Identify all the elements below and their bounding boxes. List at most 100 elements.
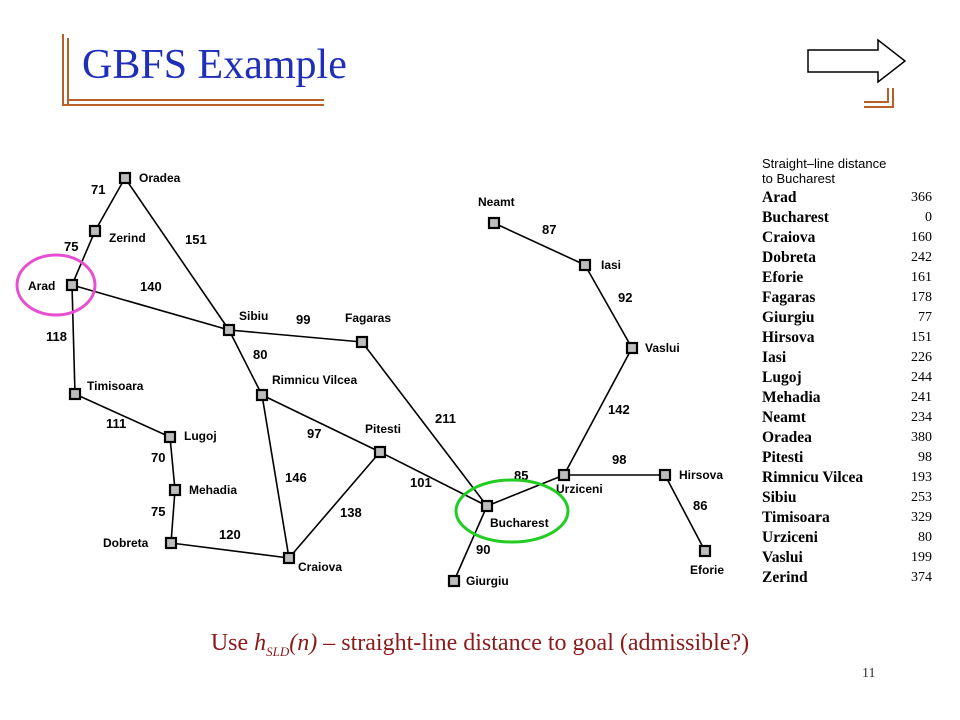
edge-cost-rimnicu-pitesti: 97	[307, 426, 321, 441]
city-node-arad	[65, 278, 79, 292]
city-label-lugoj: Lugoj	[184, 429, 217, 443]
sld-value: 380	[911, 430, 932, 445]
edge-rimnicu-pitesti	[261, 394, 381, 453]
goal-highlight-circle	[454, 478, 570, 544]
edge-arad-timisoara	[71, 284, 76, 395]
edge-cost-rimnicu-craiova: 146	[285, 470, 307, 485]
city-label-hirsova: Hirsova	[679, 468, 723, 482]
edge-bucharest-urziceni	[486, 474, 565, 507]
city-label-urziceni: Urziceni	[556, 482, 603, 496]
sld-city: Neamt	[762, 409, 806, 426]
caption-arg: (n)	[289, 630, 318, 656]
edge-cost-urziceni-vaslui: 142	[608, 402, 630, 417]
city-label-vaslui: Vaslui	[645, 341, 680, 355]
city-label-zerind: Zerind	[109, 231, 146, 245]
city-label-rimnicu: Rimnicu Vilcea	[272, 373, 357, 387]
nodes-layer	[65, 171, 712, 588]
edge-cost-bucharest-giurgiu: 90	[476, 542, 490, 557]
edge-cost-pitesti-bucharest: 101	[410, 475, 432, 490]
city-label-arad: Arad	[28, 279, 55, 293]
city-label-sibiu: Sibiu	[239, 309, 268, 323]
next-slide-arrow-icon[interactable]	[806, 38, 908, 84]
city-node-oradea	[118, 171, 132, 185]
edge-cost-craiova-pitesti: 138	[340, 505, 362, 520]
sld-city: Iasi	[762, 349, 787, 366]
sld-row: Arad 366	[762, 188, 938, 208]
sld-value: 329	[911, 510, 932, 525]
city-node-pitesti	[373, 445, 387, 459]
sld-value: 241	[911, 390, 932, 405]
city-node-fagaras	[355, 335, 369, 349]
sld-city: Vaslui	[762, 549, 803, 566]
sld-city: Arad	[762, 189, 797, 206]
sld-city: Dobreta	[762, 249, 816, 266]
sld-value: 199	[911, 550, 932, 565]
edge-zerind-arad	[71, 230, 96, 286]
sld-table: Straight–line distance to Bucharest Arad…	[762, 156, 938, 588]
edge-timisoara-lugoj	[74, 393, 171, 438]
edge-cost-arad-sibiu: 140	[140, 279, 162, 294]
sld-value: 161	[911, 270, 932, 285]
edge-cost-vaslui-iasi: 92	[618, 290, 632, 305]
sld-city: Mehadia	[762, 389, 821, 406]
edge-cost-sibiu-fagaras: 99	[296, 312, 310, 327]
city-label-mehadia: Mehadia	[189, 483, 237, 497]
edge-cost-iasi-neamt: 87	[542, 222, 556, 237]
city-node-sibiu	[222, 323, 236, 337]
city-node-mehadia	[168, 483, 182, 497]
city-label-giurgiu: Giurgiu	[466, 574, 509, 588]
sld-row: Vaslui 199	[762, 548, 938, 568]
sld-row: Dobreta 242	[762, 248, 938, 268]
city-labels-layer: OradeaZerindAradTimisoaraLugojMehadiaDob…	[28, 171, 724, 588]
city-node-dobreta	[164, 536, 178, 550]
city-node-bucharest	[480, 499, 494, 513]
sld-value: 366	[911, 190, 932, 205]
sld-city: Pitesti	[762, 449, 804, 466]
edge-cost-lugoj-mehadia: 70	[151, 450, 165, 465]
sld-value: 160	[911, 230, 932, 245]
edge-cost-urziceni-hirsova: 98	[612, 452, 626, 467]
edges-layer	[71, 177, 706, 582]
city-node-timisoara	[68, 387, 82, 401]
edge-cost-oradea-sibiu: 151	[185, 232, 207, 247]
edge-cost-fagaras-bucharest: 211	[435, 411, 456, 426]
start-highlight-circle	[15, 253, 97, 317]
edge-cost-zerind-arad: 75	[64, 239, 78, 254]
sld-city: Timisoara	[762, 509, 830, 526]
city-label-dobreta: Dobreta	[103, 536, 149, 550]
sld-table-header-line1: Straight–line distance	[762, 156, 887, 171]
edge-urziceni-vaslui	[563, 347, 633, 476]
edge-lugoj-mehadia	[169, 436, 176, 491]
city-label-bucharest: Bucharest	[490, 516, 549, 530]
edge-bucharest-giurgiu	[453, 505, 488, 582]
edge-oradea-sibiu	[124, 177, 230, 331]
city-node-rimnicu	[255, 388, 269, 402]
city-node-giurgiu	[447, 574, 461, 588]
slide-caption: Use hSLD(n) – straight-line distance to …	[0, 630, 960, 660]
city-node-urziceni	[557, 468, 571, 482]
edge-mehadia-dobreta	[170, 489, 176, 544]
caption-subscript: SLD	[266, 643, 290, 659]
city-label-eforie: Eforie	[690, 563, 724, 577]
corner-bracket-decoration	[864, 88, 894, 108]
sld-value: 178	[911, 290, 932, 305]
sld-row: Eforie 161	[762, 268, 938, 288]
edge-cost-hirsova-eforie: 86	[693, 498, 707, 513]
sld-city: Eforie	[762, 269, 804, 286]
edge-cost-dobreta-craiova: 120	[219, 527, 241, 542]
sld-value: 242	[911, 250, 932, 265]
caption-rest: – straight-line distance to goal (admiss…	[317, 630, 750, 656]
sld-value: 80	[918, 530, 932, 545]
city-label-iasi: Iasi	[601, 258, 621, 272]
edge-cost-sibiu-rimnicu: 80	[253, 347, 267, 362]
city-label-craiova: Craiova	[298, 560, 342, 574]
sld-city: Urziceni	[762, 529, 818, 546]
city-node-eforie	[698, 544, 712, 558]
